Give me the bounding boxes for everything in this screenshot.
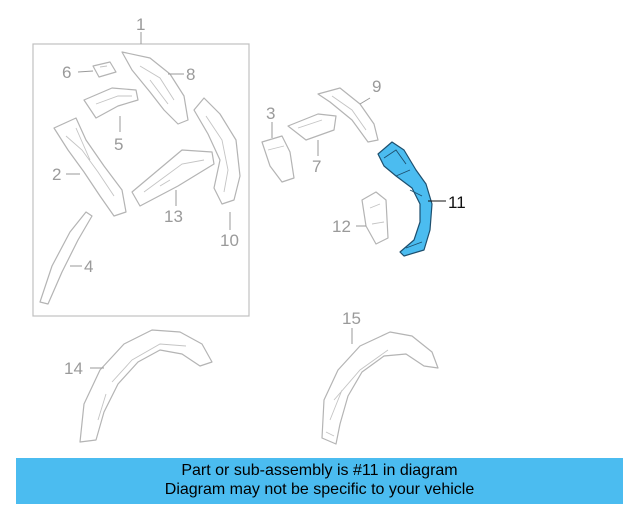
callout-13: 13 — [164, 207, 183, 226]
part-7-plate[interactable] — [287, 113, 337, 141]
part-10-pillar[interactable] — [193, 97, 241, 205]
part-14-wheelhouse[interactable] — [79, 329, 213, 443]
callout-4: 4 — [84, 257, 93, 276]
callout-3: 3 — [266, 104, 275, 123]
callout-6: 6 — [62, 63, 71, 82]
callout-15: 15 — [342, 309, 361, 328]
part-4-strip[interactable] — [39, 211, 93, 305]
assembly-group-box — [32, 43, 250, 317]
callout-10: 10 — [220, 231, 239, 250]
callout-2: 2 — [52, 165, 61, 184]
callout-1: 1 — [136, 15, 145, 34]
banner-line-1: Part or sub-assembly is #11 in diagram — [181, 462, 458, 479]
info-banner: Part or sub-assembly is #11 in diagram D… — [16, 458, 623, 504]
part-5-reinforcement[interactable] — [83, 87, 139, 119]
callout-8: 8 — [186, 65, 195, 84]
callout-5: 5 — [114, 135, 123, 154]
part-8-bracket[interactable] — [121, 51, 189, 125]
part-3-bracket[interactable] — [261, 135, 295, 183]
part-2-inner-panel[interactable] — [53, 117, 127, 217]
callout-14: 14 — [64, 359, 83, 378]
banner-line-2: Diagram may not be specific to your vehi… — [164, 481, 475, 498]
callout-12: 12 — [332, 217, 351, 236]
part-15-wheelhouse[interactable] — [321, 331, 439, 445]
part-11-highlighted[interactable] — [377, 141, 433, 257]
callout-11: 11 — [448, 193, 466, 212]
callout-9: 9 — [372, 77, 381, 96]
callout-7: 7 — [312, 157, 321, 176]
part-13-rail[interactable] — [131, 149, 215, 207]
part-9-gusset[interactable] — [317, 87, 379, 143]
part-6-clip[interactable] — [92, 61, 117, 78]
part-12-bracket[interactable] — [361, 191, 389, 245]
